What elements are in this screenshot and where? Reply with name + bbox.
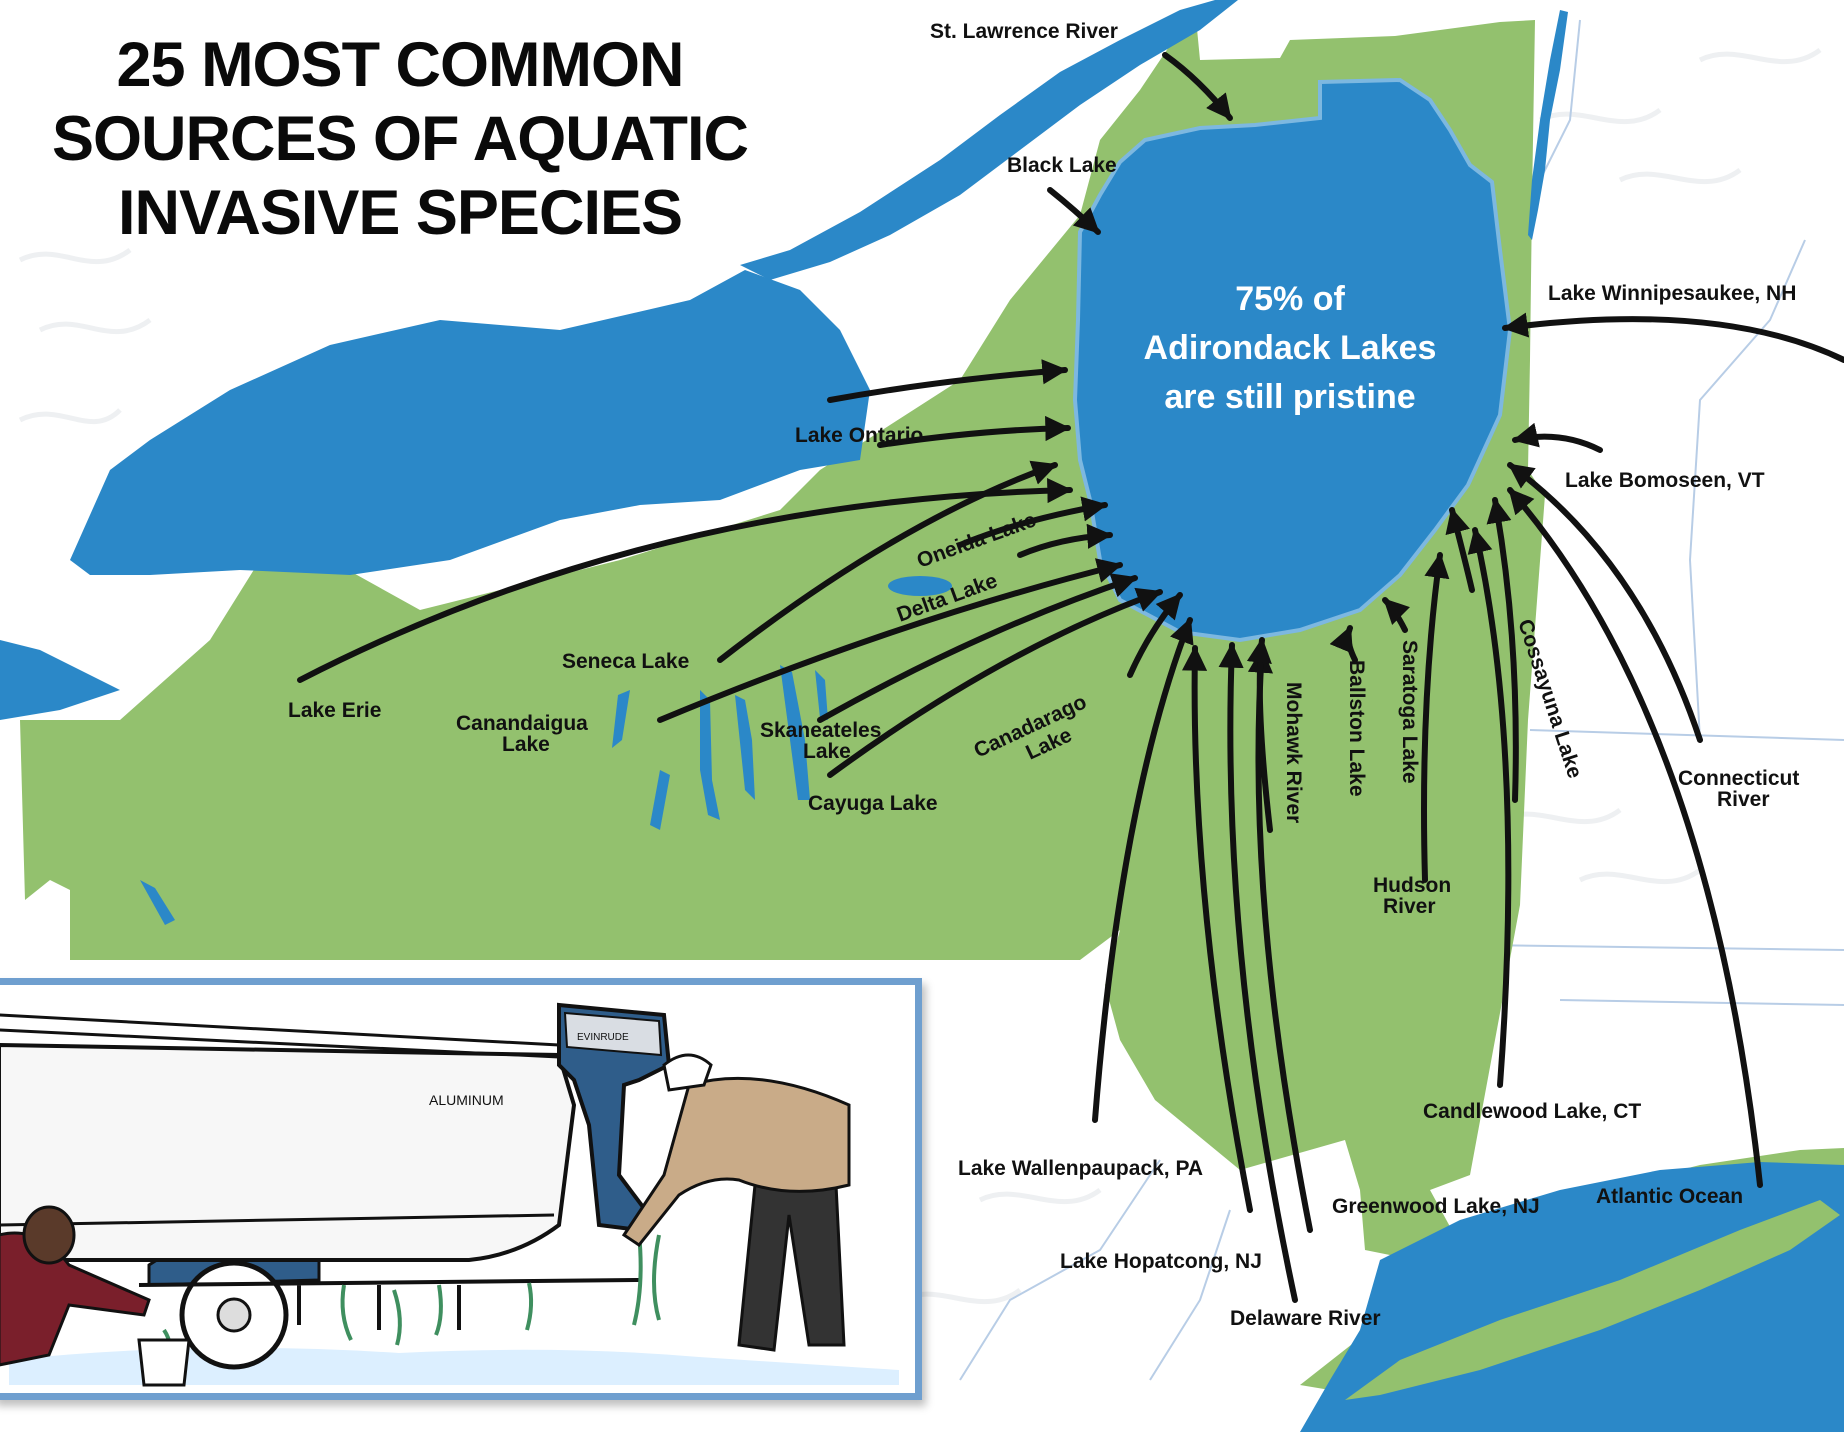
arrow-lake-bomoseen xyxy=(1512,422,1603,453)
label-atlantic-ocean: Atlantic Ocean xyxy=(1596,1185,1743,1208)
bucket xyxy=(137,1338,191,1387)
state-borders xyxy=(959,19,1844,1381)
st-lawrence-river xyxy=(740,0,1238,280)
arrow-lake-wallenpaupack xyxy=(1092,617,1194,1123)
arrow-mohawk xyxy=(1246,637,1273,833)
arrow-lake-ontario-1 xyxy=(827,359,1068,403)
arrow-black-lake xyxy=(1047,187,1101,235)
lake-champlain xyxy=(1528,10,1568,240)
callout-line-2: Adirondack Lakes xyxy=(1143,329,1437,367)
arrow-cossayuna xyxy=(1445,507,1475,593)
arrow-skaneateles xyxy=(817,573,1138,723)
arrow-delaware xyxy=(1218,642,1298,1303)
arrow-candlewood xyxy=(1467,527,1512,1088)
arrow-canadarago xyxy=(1127,592,1183,678)
long-island xyxy=(1345,1200,1840,1400)
label-mohawk-river: Mohawk River xyxy=(1282,682,1305,823)
boat-name: ALUMINUM xyxy=(429,1092,504,1108)
label-hudson-1: Hudson xyxy=(1373,874,1451,897)
label-seneca-lake: Seneca Lake xyxy=(562,650,689,673)
label-canandaigua-2: Lake xyxy=(502,733,550,756)
lake-ontario xyxy=(70,270,870,575)
label-canandaigua-1: Canandaigua xyxy=(456,712,588,735)
title-line-2: SOURCES OF AQUATIC xyxy=(51,104,749,174)
label-black-lake: Black Lake xyxy=(1007,154,1117,177)
boat-stripe xyxy=(0,1213,555,1227)
boat-cleaning-illustration: ALUMINUM EVINRUDE xyxy=(0,978,922,1400)
arrow-delta xyxy=(1017,523,1113,558)
arrow-st-lawrence xyxy=(1162,52,1233,121)
label-ballston-lake: Ballston Lake xyxy=(1345,660,1368,797)
illustration-drawing: ALUMINUM EVINRUDE xyxy=(0,1002,899,1387)
label-candlewood-lake: Candlewood Lake, CT xyxy=(1423,1100,1641,1123)
label-lake-wallenpaupack: Lake Wallenpaupack, PA xyxy=(958,1157,1203,1180)
arrow-hudson xyxy=(1421,552,1450,883)
callout-line-1: 75% of xyxy=(1235,280,1345,318)
label-saratoga-lake: Saratoga Lake xyxy=(1398,640,1421,784)
arrow-lake-winnipesaukee xyxy=(1502,312,1844,363)
trailer-frame xyxy=(138,1278,640,1330)
arrow-ballston xyxy=(1329,625,1358,663)
label-connecticut-2: River xyxy=(1717,788,1770,811)
man-cleaning-torso xyxy=(621,1076,851,1248)
arrow-lake-hopatcong xyxy=(1181,645,1253,1213)
label-lake-ontario: Lake Ontario xyxy=(795,424,923,447)
arrow-lake-ontario-2 xyxy=(877,415,1071,448)
label-hudson-2: River xyxy=(1383,895,1436,918)
arrow-hudson-2 xyxy=(1486,497,1519,803)
label-st-lawrence-river: St. Lawrence River xyxy=(930,20,1118,43)
title-line-3: INVASIVE SPECIES xyxy=(117,178,683,248)
label-skaneateles-1: Skaneateles xyxy=(760,719,881,742)
arrow-seneca xyxy=(717,460,1058,663)
arrow-canandaigua xyxy=(657,558,1123,723)
title-line-1: 25 MOST COMMON xyxy=(116,30,684,100)
label-lake-erie: Lake Erie xyxy=(288,699,381,722)
arrow-lake-erie xyxy=(297,477,1073,683)
label-lake-bomoseen: Lake Bomoseen, VT xyxy=(1565,469,1765,492)
label-lake-winnipesaukee: Lake Winnipesaukee, NH xyxy=(1548,282,1796,305)
label-connecticut-1: Connecticut xyxy=(1678,767,1799,790)
label-lake-hopatcong: Lake Hopatcong, NJ xyxy=(1060,1250,1262,1273)
arrow-cayuga xyxy=(827,587,1163,778)
adirondack-region xyxy=(1072,77,1513,643)
label-delaware-river: Delaware River xyxy=(1230,1307,1381,1330)
motor-cover xyxy=(563,1011,663,1057)
boat-hull xyxy=(0,1043,577,1262)
callout-line-3: are still pristine xyxy=(1164,378,1416,416)
label-greenwood-lake: Greenwood Lake, NJ xyxy=(1332,1195,1540,1218)
label-cayuga-lake: Cayuga Lake xyxy=(808,792,938,815)
arrow-atlantic xyxy=(1507,487,1763,1188)
lake-erie xyxy=(0,640,120,720)
arrow-connecticut xyxy=(1507,462,1703,743)
person-left-head xyxy=(22,1205,76,1265)
arrow-oneida xyxy=(957,496,1108,548)
motor-brand: EVINRUDE xyxy=(577,1032,629,1043)
source-arrows xyxy=(297,52,1844,1303)
finger-lakes xyxy=(140,576,952,925)
page-title: 25 MOST COMMON SOURCES OF AQUATIC INVASI… xyxy=(20,28,780,250)
boat-rail xyxy=(0,1013,560,1059)
wheel-hub xyxy=(216,1297,252,1333)
man-cleaning-cap xyxy=(662,1053,713,1092)
label-skaneateles-2: Lake xyxy=(803,740,851,763)
arrow-saratoga xyxy=(1382,597,1410,633)
pristine-callout: 75% of Adirondack Lakes are still pristi… xyxy=(1080,275,1500,422)
